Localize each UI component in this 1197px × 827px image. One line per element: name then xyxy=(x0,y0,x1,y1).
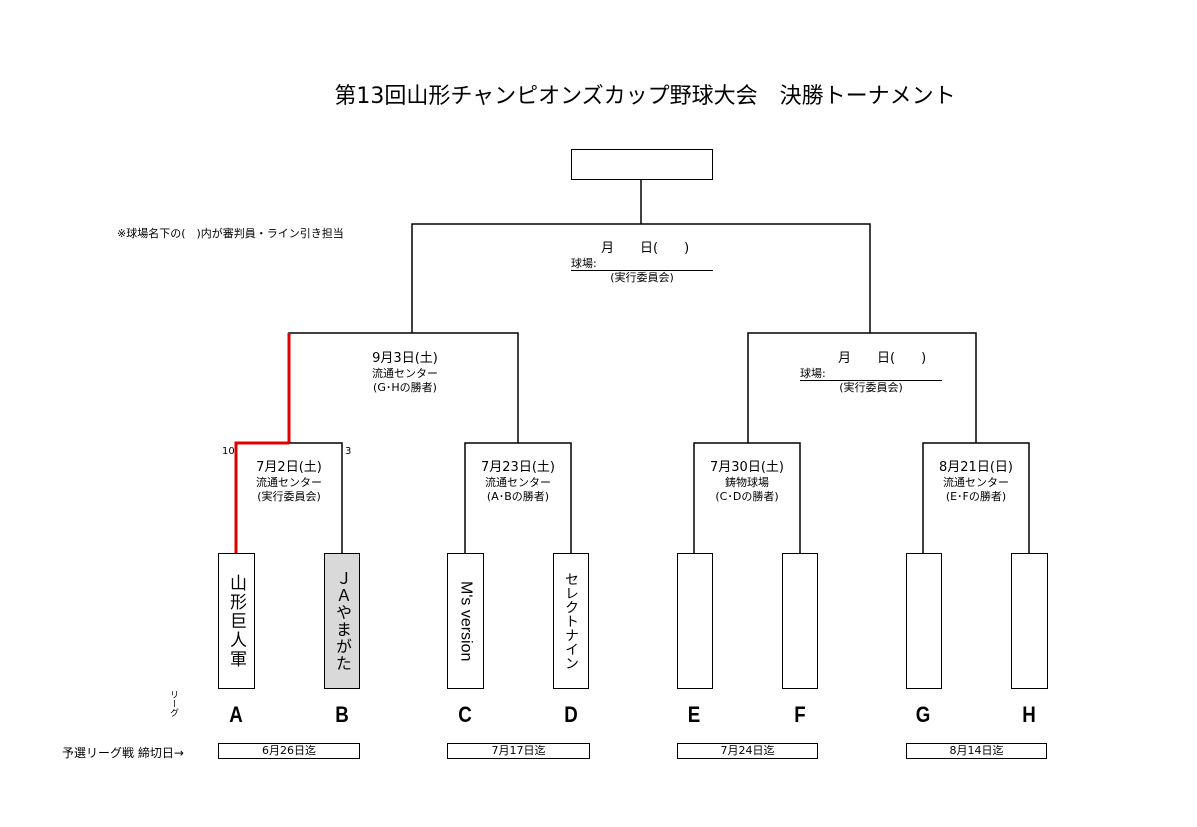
deadline-gh: 8月14日迄 xyxy=(906,743,1047,759)
qf1-venue: 流通センター xyxy=(256,476,322,489)
league-d: D xyxy=(564,702,578,727)
qf2-umpire: (A･Bの勝者) xyxy=(486,490,550,503)
team-name-b: ＪＡやまがた xyxy=(333,570,352,672)
final-umpire: (実行委員会) xyxy=(610,271,674,284)
qf4-date: 8月21日(日) xyxy=(939,460,1013,475)
team-box-g xyxy=(906,553,942,689)
league-c: C xyxy=(458,702,472,727)
final-date: 月 日( ) xyxy=(601,241,690,256)
page-title: 第13回山形チャンピオンズカップ野球大会 決勝トーナメント xyxy=(334,84,956,109)
league-label: リーグ xyxy=(168,690,178,717)
team-name-d: セレクトナイン xyxy=(563,572,579,670)
qf1-date: 7月2日(土) xyxy=(256,460,322,475)
qf3-umpire: (C･Dの勝者) xyxy=(715,490,779,503)
team-box-a: 山形巨人軍 xyxy=(218,553,255,689)
deadline-ab: 6月26日迄 xyxy=(218,743,360,759)
league-g: G xyxy=(915,702,931,727)
qf3-bracket xyxy=(693,442,801,553)
qf4-venue: 流通センター xyxy=(943,476,1009,489)
team-box-f xyxy=(782,553,818,689)
umpire-note: ※球場名下の( )内が審判員・ライン引き担当 xyxy=(117,227,344,240)
semi-left-venue: 流通センター xyxy=(372,367,438,380)
qf4-info: 8月21日(日) 流通センター (E･Fの勝者) xyxy=(923,459,1029,504)
league-a: A xyxy=(229,702,243,727)
qf1-umpire: (実行委員会) xyxy=(257,490,321,503)
qf1-score-right: 3 xyxy=(345,446,352,457)
qf2-info: 7月23日(土) 流通センター (A･Bの勝者) xyxy=(465,459,571,504)
league-f: F xyxy=(794,702,806,727)
final-info: 月 日( ) 球場: (実行委員会) xyxy=(571,240,713,285)
semi-right-date: 月 日( ) xyxy=(838,351,927,366)
prelim-deadline-label: 予選リーグ戦 締切日→ xyxy=(62,746,184,760)
semi-left-info: 9月3日(土) 流通センター (G･Hの勝者) xyxy=(345,350,465,395)
qf3-date: 7月30日(土) xyxy=(710,460,784,475)
qf1-winner-path xyxy=(234,441,289,553)
qf2-venue: 流通センター xyxy=(485,476,551,489)
semi-left-umpire: (G･Hの勝者) xyxy=(373,381,437,394)
league-h: H xyxy=(1022,702,1036,727)
final-bracket xyxy=(411,223,871,333)
team-box-d: セレクトナイン xyxy=(553,553,589,689)
semi-right-venue: 球場: xyxy=(800,367,942,381)
team-box-e xyxy=(677,553,713,689)
team-name-c: M's version xyxy=(457,580,475,662)
qf4-bracket xyxy=(922,442,1030,553)
qf2-bracket xyxy=(464,442,572,553)
qf1-info: 7月2日(土) 流通センター (実行委員会) xyxy=(236,459,342,504)
league-e: E xyxy=(687,702,701,727)
qf1-score-left: 10 xyxy=(222,446,235,457)
qf2-date: 7月23日(土) xyxy=(481,460,555,475)
qf3-info: 7月30日(土) 鋳物球場 (C･Dの勝者) xyxy=(694,459,800,504)
deadline-cd: 7月17日迄 xyxy=(447,743,590,759)
semi-right-info: 月 日( ) 球場: (実行委員会) xyxy=(800,350,942,395)
league-b: B xyxy=(335,702,349,727)
team-box-c: M's version xyxy=(447,553,484,689)
deadline-ef: 7月24日迄 xyxy=(677,743,818,759)
final-venue: 球場: xyxy=(571,257,713,271)
semi-right-bracket xyxy=(747,332,977,443)
semi-right-umpire: (実行委員会) xyxy=(839,381,903,394)
qf3-venue: 鋳物球場 xyxy=(725,476,769,489)
qf4-umpire: (E･Fの勝者) xyxy=(945,490,1007,503)
team-box-h xyxy=(1011,553,1048,689)
team-box-b: ＪＡやまがた xyxy=(324,553,360,689)
team-name-a: 山形巨人軍 xyxy=(226,573,246,669)
champion-box xyxy=(571,149,713,180)
semi-left-date: 9月3日(土) xyxy=(372,351,438,366)
